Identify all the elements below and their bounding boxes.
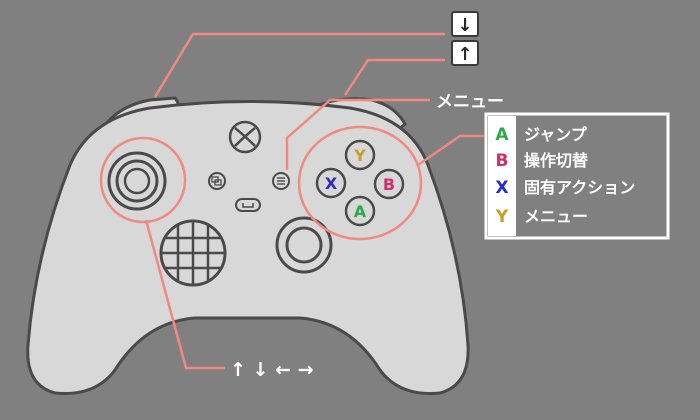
svg-text:操作切替: 操作切替 [524, 151, 588, 170]
view-icon[interactable] [208, 172, 226, 190]
right-stick[interactable] [275, 216, 333, 274]
left-stick[interactable] [107, 151, 167, 211]
left-stick-callout-ring [99, 136, 187, 224]
lb-callout-line [153, 32, 445, 98]
button-y[interactable]: Y [344, 139, 376, 171]
legend-item: A ジャンプ [495, 125, 587, 145]
rb-callout-line [343, 58, 445, 96]
svg-text:X: X [325, 174, 338, 193]
legend-item: Y メニュー [495, 207, 588, 227]
legend-item: X 固有アクション [495, 178, 635, 198]
menu-callout-line [285, 98, 430, 170]
face-callout-line [417, 134, 484, 167]
face-buttons-callout-ring [297, 125, 423, 241]
svg-text:B: B [383, 175, 395, 194]
svg-text:X: X [495, 178, 508, 198]
share-icon[interactable] [235, 198, 261, 212]
svg-text:Y: Y [353, 146, 366, 165]
svg-text:Y: Y [495, 207, 509, 227]
svg-text:A: A [495, 125, 509, 145]
dpad-arrows-label: ↑ ↓ ← → [230, 359, 314, 381]
svg-text:B: B [496, 151, 509, 171]
rb-key-box: ↑ [451, 40, 479, 66]
menu-callout-label: メニュー [436, 92, 504, 112]
svg-text:A: A [354, 202, 367, 221]
face-button-legend: A ジャンプ B 操作切替 X 固有アクション Y メニュー [484, 112, 670, 240]
svg-text:↑: ↑ [457, 44, 472, 65]
menu-icon[interactable] [272, 172, 290, 190]
dpad[interactable] [159, 219, 227, 287]
svg-text:メニュー: メニュー [524, 207, 588, 226]
legend-item: B 操作切替 [496, 151, 589, 171]
dpad-callout-line [144, 219, 225, 370]
lb-key-box: ↓ [451, 11, 479, 37]
button-a[interactable]: A [344, 195, 376, 227]
button-x[interactable]: X [315, 167, 347, 199]
xbox-logo-icon[interactable] [228, 120, 262, 154]
svg-text:固有アクション: 固有アクション [524, 178, 635, 197]
svg-text:↓: ↓ [457, 15, 472, 36]
button-b[interactable]: B [373, 168, 405, 200]
svg-text:ジャンプ: ジャンプ [524, 125, 588, 144]
